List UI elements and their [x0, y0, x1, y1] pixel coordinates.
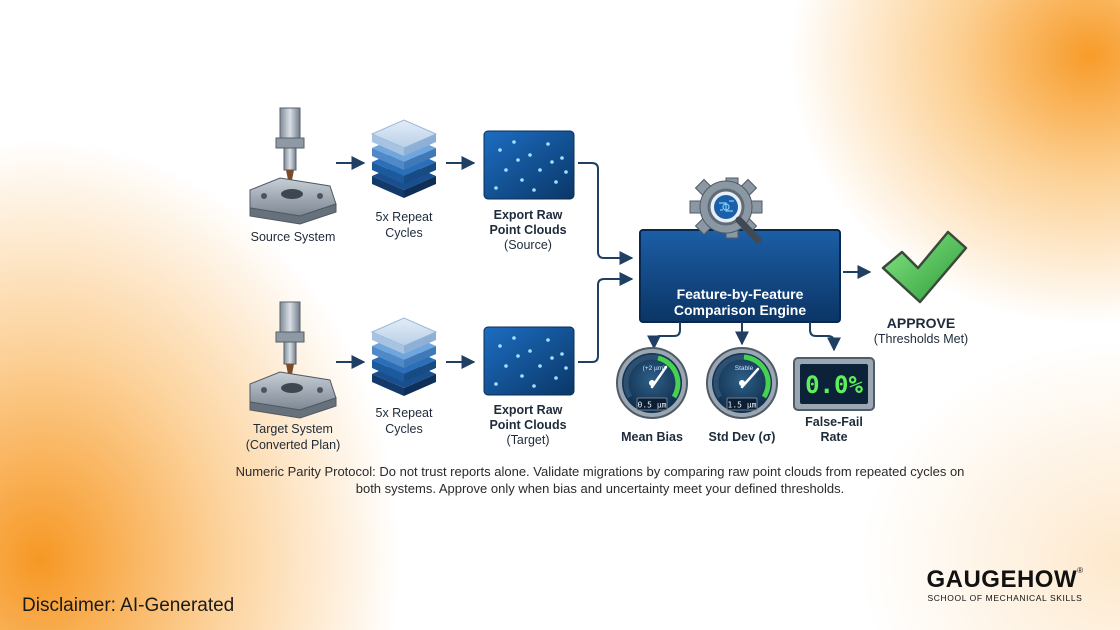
source-point-cloud-icon: [483, 130, 575, 200]
arrow-engine-to-mean-bias: [647, 322, 681, 350]
protocol-caption: Numeric Parity Protocol: Do not trust re…: [235, 464, 965, 496]
mean-bias-label: Mean Bias: [621, 430, 683, 444]
mean-bias-readout: 0.5 µm: [638, 401, 667, 410]
source-cycles-label-1: 5x Repeat: [376, 210, 434, 224]
std-dev-gauge-icon: Stable 1.5 µm: [706, 347, 778, 419]
brand-registered-mark: ®: [1077, 566, 1084, 575]
target-point-cloud-icon: [483, 326, 575, 396]
disclaimer-text: Disclaimer: AI-Generated: [22, 595, 235, 616]
approve-title: APPROVE: [887, 315, 955, 331]
target-system-label: Target System: [253, 422, 333, 436]
brand-tagline: SCHOOL OF MECHANICAL SKILLS: [927, 593, 1083, 603]
source-machine-icon: [249, 107, 337, 225]
arrow-engine-to-false-fail: [809, 322, 841, 352]
mean-bias-gauge-text: (+2 µm): [643, 365, 666, 372]
false-fail-readout: 0.0%: [805, 371, 863, 399]
comparison-engine-box: [639, 229, 841, 323]
target-system-label-2: (Converted Plan): [246, 438, 341, 452]
brand-name-text: GAUGEHOW: [926, 566, 1078, 593]
gear-magnifier-icon: [689, 177, 763, 244]
source-layer-stack-icon: [370, 119, 438, 198]
std-dev-label: Std Dev (σ): [709, 430, 776, 444]
target-export-label-1: Export Raw: [494, 403, 563, 417]
engine-title-2: Comparison Engine: [674, 302, 806, 318]
checkmark-icon: [881, 230, 968, 304]
target-layer-stack-icon: [370, 317, 438, 396]
brand-name: GAUGEHOW®: [900, 566, 1110, 594]
arrow-source-export-to-engine: [578, 162, 634, 265]
arrow-target-export-to-engine: [578, 272, 634, 363]
source-export-label-2: Point Clouds: [489, 223, 566, 237]
engine-title-1: Feature-by-Feature: [677, 286, 804, 302]
brand-logo: GAUGEHOW® SCHOOL OF MECHANICAL SKILLS: [900, 566, 1110, 603]
false-fail-label-1: False-Fail: [805, 415, 863, 429]
false-fail-display-icon: 0.0%: [793, 357, 875, 411]
false-fail-label-2: Rate: [820, 430, 847, 444]
target-export-label-2: Point Clouds: [489, 418, 566, 432]
target-machine-icon: [249, 301, 337, 419]
std-dev-gauge-text: Stable: [735, 365, 754, 372]
mean-bias-gauge-icon: (+2 µm) 0.5 µm: [616, 347, 688, 419]
source-cycles-label-2: Cycles: [385, 226, 423, 240]
source-system-label: Source System: [251, 230, 336, 244]
target-cycles-label-2: Cycles: [385, 422, 423, 436]
target-export-label-3: (Target): [506, 433, 549, 447]
source-export-label-1: Export Raw: [494, 208, 563, 222]
target-cycles-label-1: 5x Repeat: [376, 406, 434, 420]
std-dev-readout: 1.5 µm: [728, 401, 757, 410]
approve-subtitle: (Thresholds Met): [874, 332, 968, 346]
source-export-label-3: (Source): [504, 238, 552, 252]
